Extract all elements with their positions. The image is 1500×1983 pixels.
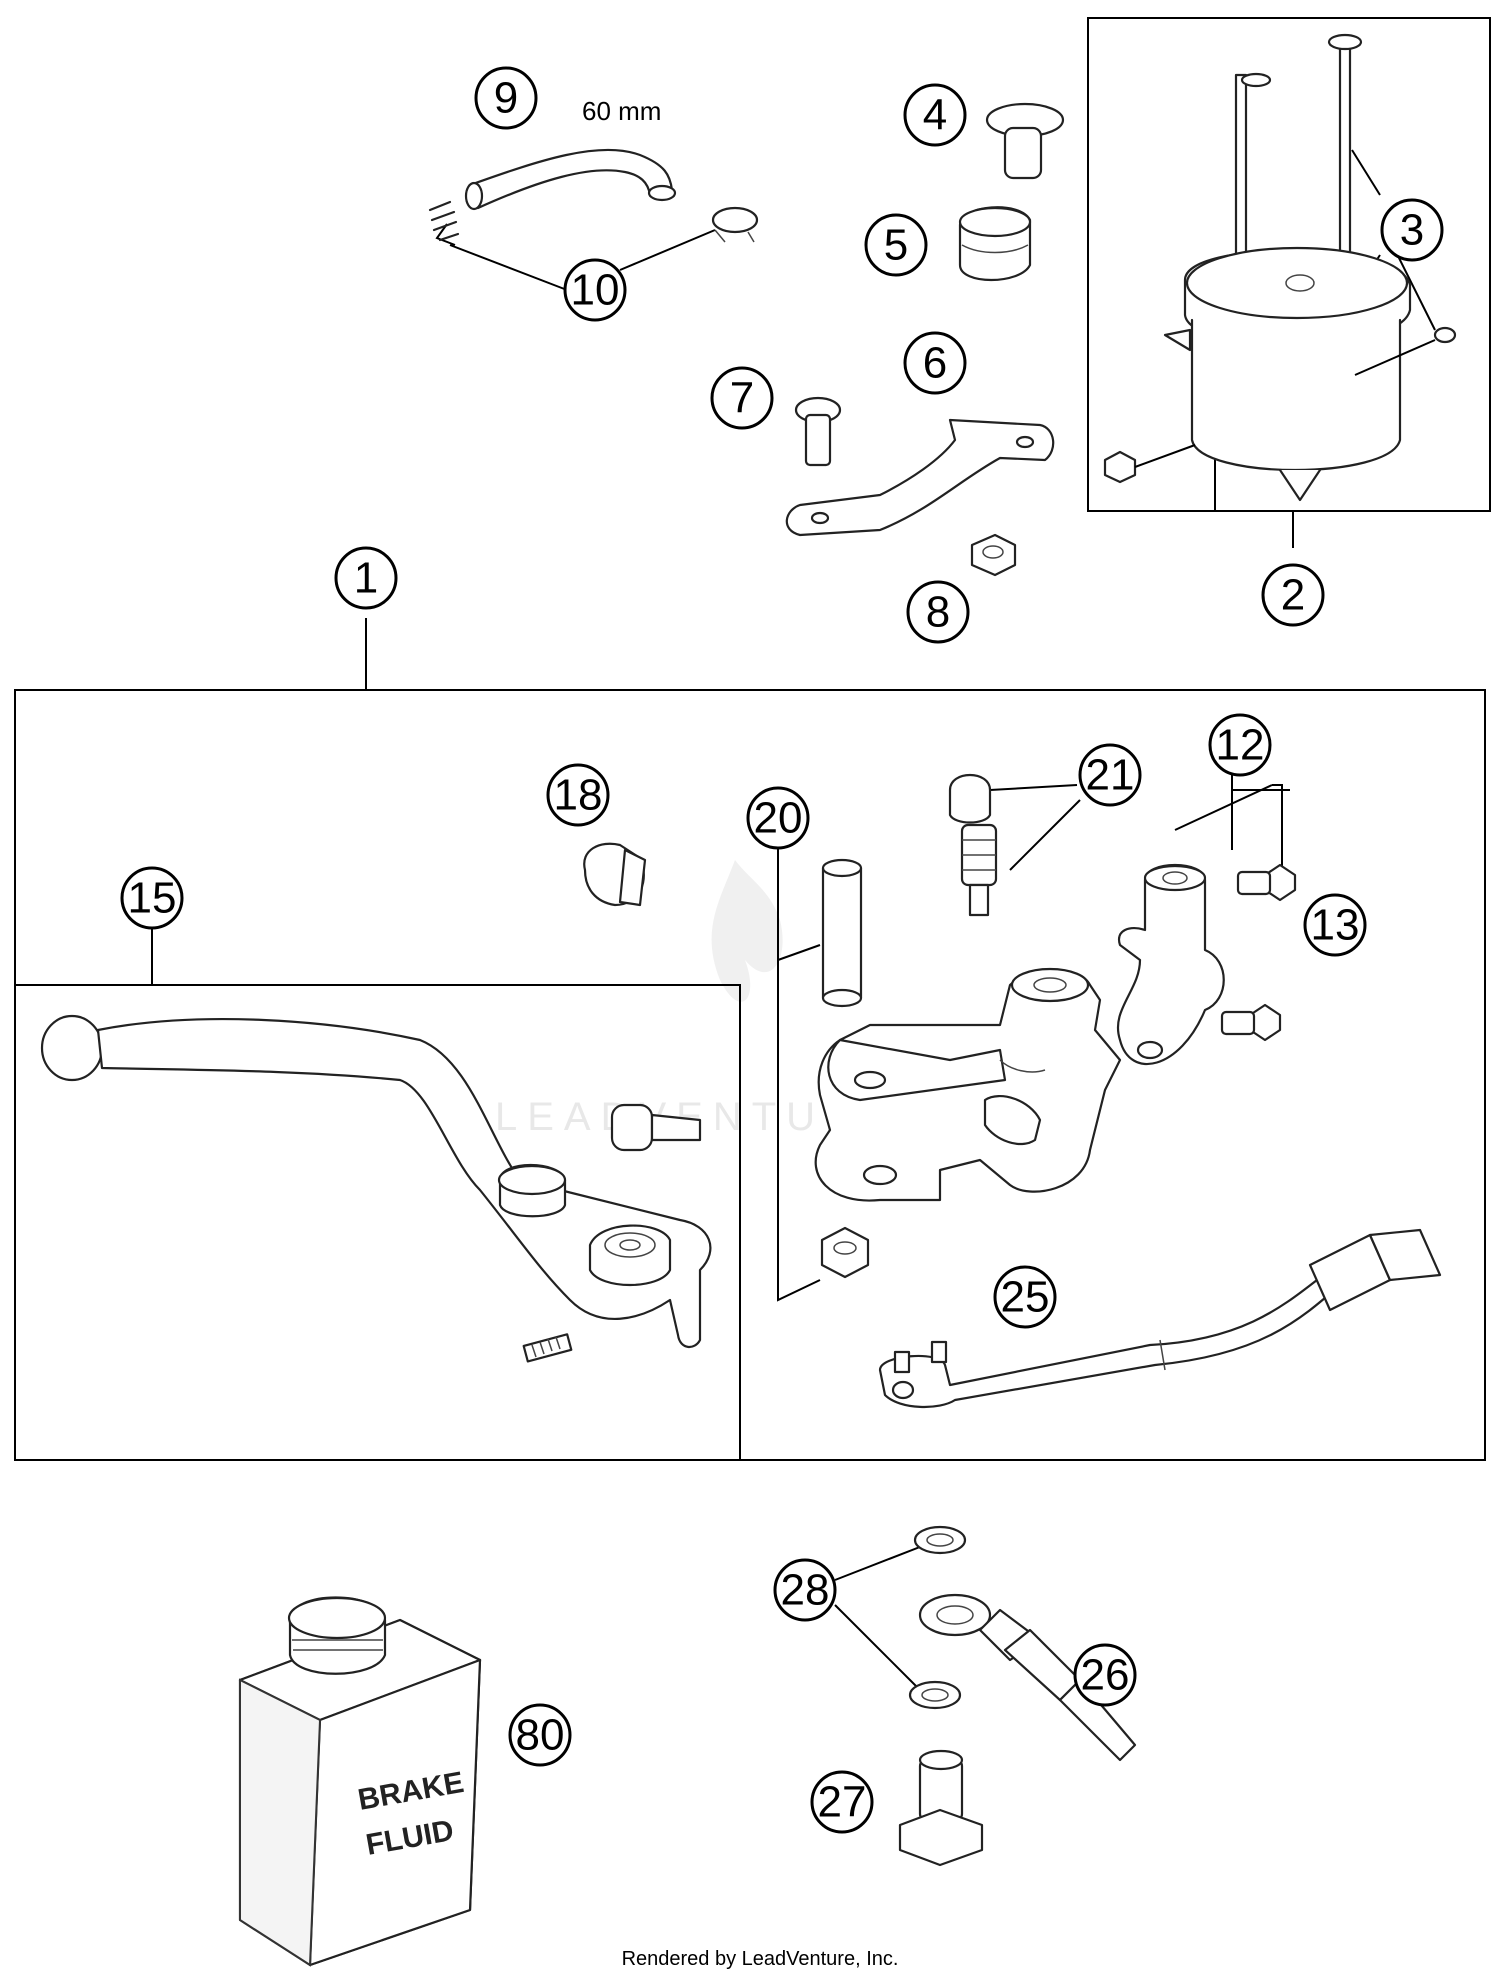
brake-fluid-can-part: BRAKE FLUID (238, 1596, 482, 1967)
callout-9: 9 (474, 66, 538, 130)
callout-8: 8 (906, 580, 970, 644)
bleeder-valve-part (948, 774, 998, 917)
svg-text:10: 10 (571, 266, 620, 315)
svg-text:5: 5 (884, 221, 908, 270)
svg-text:6: 6 (923, 339, 947, 388)
pushrod-tube-part (820, 858, 870, 1279)
svg-text:21: 21 (1086, 751, 1135, 800)
brake-light-switch-part (878, 1228, 1442, 1409)
svg-text:12: 12 (1216, 721, 1265, 770)
callout-7: 7 (710, 366, 774, 430)
callout-26: 26 (1073, 1643, 1137, 1707)
callout-20: 20 (746, 786, 810, 850)
svg-text:28: 28 (781, 1566, 830, 1615)
svg-text:4: 4 (923, 91, 947, 140)
hose-part (464, 148, 677, 211)
callout-3: 3 (1380, 198, 1444, 262)
callout-28: 28 (773, 1558, 837, 1622)
hose-clip-part (428, 200, 759, 243)
svg-text:2: 2 (1281, 571, 1305, 620)
svg-text:7: 7 (730, 374, 754, 423)
brake-line-part (918, 1593, 1137, 1762)
bracket-bolt-part (794, 396, 842, 467)
hose-length-label: 60 mm (582, 96, 661, 126)
brake-fluid-reservoir-part (1103, 33, 1457, 502)
callout-5: 5 (864, 213, 928, 277)
callout-18: 18 (546, 763, 610, 827)
callout-10: 10 (563, 258, 627, 322)
svg-text:9: 9 (494, 74, 518, 123)
reservoir-bracket-part (785, 418, 1055, 537)
callout-27: 27 (810, 1770, 874, 1834)
svg-text:3: 3 (1400, 206, 1424, 255)
svg-text:26: 26 (1081, 1651, 1130, 1700)
sealing-washer-part (908, 1525, 967, 1710)
svg-text:25: 25 (1001, 1273, 1050, 1322)
bracket-nut-part (970, 533, 1017, 577)
clamp-bolt-part (1220, 863, 1297, 1042)
adjuster-cap-part (583, 842, 647, 907)
brake-lever-part (40, 1014, 712, 1363)
callout-25: 25 (993, 1265, 1057, 1329)
callout-1: 1 (334, 546, 398, 610)
banjo-bolt-part (898, 1749, 984, 1867)
svg-text:18: 18 (554, 771, 603, 820)
reservoir-screw-part (985, 102, 1065, 180)
callout-21: 21 (1078, 743, 1142, 807)
handlebar-clamp-part (1117, 863, 1225, 1066)
svg-text:20: 20 (754, 794, 803, 843)
svg-text:1: 1 (354, 554, 378, 603)
svg-text:27: 27 (818, 1778, 867, 1827)
reservoir-assembly-box (1087, 17, 1491, 512)
callout-12: 12 (1208, 713, 1272, 777)
svg-text:80: 80 (516, 1711, 565, 1760)
callout-4: 4 (903, 83, 967, 147)
svg-text:8: 8 (926, 588, 950, 637)
svg-text:15: 15 (128, 874, 177, 923)
lever-assembly-box (14, 984, 741, 1461)
svg-text:13: 13 (1311, 901, 1360, 950)
callout-2: 2 (1261, 563, 1325, 627)
grommet-part (958, 206, 1032, 281)
callout-13: 13 (1303, 893, 1367, 957)
render-credit: Rendered by LeadVenture, Inc. (622, 1948, 899, 1970)
callout-6: 6 (903, 331, 967, 395)
callout-80: 80 (508, 1703, 572, 1767)
callout-15: 15 (120, 866, 184, 930)
master-cylinder-body-part (814, 967, 1122, 1202)
